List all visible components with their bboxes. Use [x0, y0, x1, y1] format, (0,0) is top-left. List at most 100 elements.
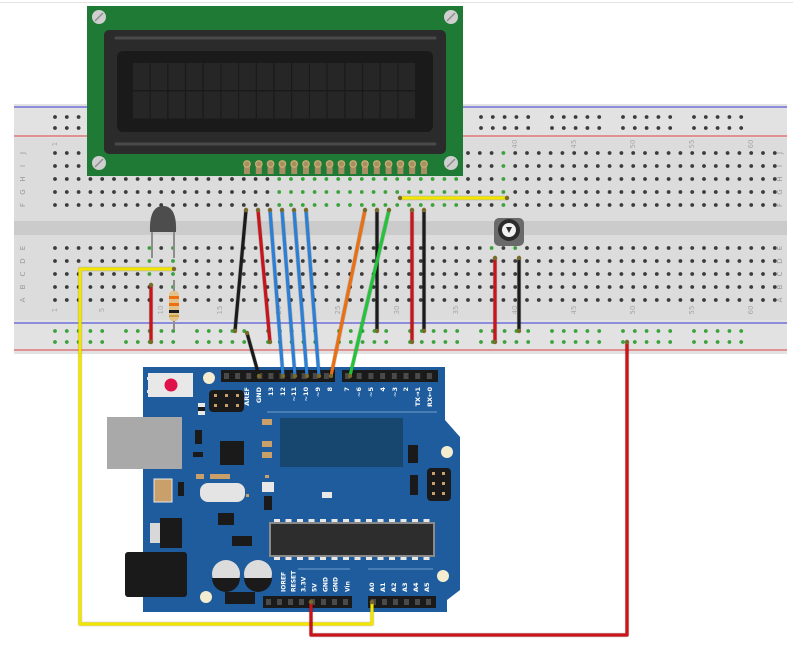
breadboard-hole[interactable] [454, 246, 459, 250]
breadboard-hole[interactable] [454, 177, 459, 181]
reset-button-cap[interactable] [164, 378, 178, 392]
breadboard-hole[interactable] [725, 298, 730, 302]
breadboard-hole[interactable] [371, 259, 376, 263]
breadboard-hole[interactable] [666, 285, 671, 289]
breadboard-hole[interactable] [206, 177, 211, 181]
breadboard-hole[interactable] [654, 285, 659, 289]
breadboard-hole[interactable] [371, 190, 376, 194]
breadboard-hole[interactable] [348, 259, 352, 263]
breadboard-hole[interactable] [206, 259, 211, 263]
breadboard-hole[interactable] [430, 190, 435, 194]
breadboard-hole[interactable] [761, 259, 765, 263]
header-pin[interactable] [403, 373, 409, 379]
rail-hole[interactable] [739, 340, 744, 344]
breadboard-hole[interactable] [489, 285, 494, 289]
rail-hole[interactable] [621, 340, 625, 344]
breadboard-hole[interactable] [595, 272, 600, 276]
breadboard-hole[interactable] [407, 272, 411, 276]
breadboard-hole[interactable] [737, 272, 742, 276]
breadboard-hole[interactable] [100, 272, 105, 276]
breadboard-hole[interactable] [395, 190, 400, 194]
breadboard-hole[interactable] [171, 190, 175, 194]
breadboard-hole[interactable] [371, 177, 376, 181]
rail-hole[interactable] [64, 329, 69, 333]
rail-hole[interactable] [715, 329, 720, 333]
breadboard-hole[interactable] [489, 177, 494, 181]
breadboard-hole[interactable] [159, 246, 164, 250]
breadboard-hole[interactable] [654, 151, 659, 155]
rail-hole[interactable] [585, 329, 590, 333]
breadboard-hole[interactable] [383, 259, 388, 263]
breadboard-hole[interactable] [300, 177, 305, 181]
header-pin[interactable] [415, 373, 421, 379]
rail-hole[interactable] [715, 115, 720, 119]
breadboard-hole[interactable] [501, 190, 506, 194]
breadboard-hole[interactable] [489, 298, 494, 302]
breadboard-hole[interactable] [584, 298, 588, 302]
breadboard-hole[interactable] [182, 203, 187, 207]
breadboard-hole[interactable] [607, 298, 612, 302]
rail-hole[interactable] [656, 329, 661, 333]
breadboard-hole[interactable] [289, 272, 293, 276]
breadboard-hole[interactable] [643, 177, 647, 181]
breadboard-hole[interactable] [678, 259, 683, 263]
breadboard-hole[interactable] [584, 272, 588, 276]
rail-hole[interactable] [644, 329, 649, 333]
rail-hole[interactable] [561, 115, 566, 119]
breadboard-hole[interactable] [654, 190, 659, 194]
breadboard-hole[interactable] [749, 298, 754, 302]
header-pin[interactable] [299, 599, 304, 605]
breadboard-hole[interactable] [513, 246, 518, 250]
breadboard-hole[interactable] [489, 164, 494, 168]
breadboard-hole[interactable] [64, 177, 69, 181]
breadboard-hole[interactable] [466, 203, 470, 207]
breadboard-hole[interactable] [64, 203, 69, 207]
breadboard-hole[interactable] [725, 190, 730, 194]
breadboard-hole[interactable] [536, 298, 541, 302]
breadboard-hole[interactable] [654, 246, 659, 250]
header-pin[interactable] [404, 599, 409, 605]
breadboard-hole[interactable] [100, 203, 105, 207]
breadboard-hole[interactable] [548, 259, 553, 263]
breadboard-hole[interactable] [466, 190, 470, 194]
breadboard-hole[interactable] [253, 298, 258, 302]
breadboard-hole[interactable] [548, 190, 553, 194]
rail-hole[interactable] [526, 329, 531, 333]
breadboard-hole[interactable] [619, 298, 624, 302]
breadboard-hole[interactable] [749, 246, 754, 250]
breadboard-hole[interactable] [595, 285, 600, 289]
breadboard-hole[interactable] [631, 259, 636, 263]
breadboard-hole[interactable] [560, 151, 565, 155]
breadboard-hole[interactable] [525, 203, 529, 207]
breadboard-hole[interactable] [654, 259, 659, 263]
breadboard-hole[interactable] [513, 164, 518, 168]
breadboard-hole[interactable] [631, 164, 636, 168]
breadboard-hole[interactable] [430, 298, 435, 302]
rail-hole[interactable] [656, 340, 661, 344]
rail-hole[interactable] [703, 329, 708, 333]
rail-hole[interactable] [53, 115, 57, 119]
breadboard-hole[interactable] [135, 190, 140, 194]
breadboard-hole[interactable] [135, 203, 140, 207]
breadboard-hole[interactable] [584, 246, 588, 250]
breadboard-hole[interactable] [536, 203, 541, 207]
rail-hole[interactable] [573, 115, 578, 119]
rail-hole[interactable] [195, 329, 199, 333]
breadboard-hole[interactable] [64, 164, 69, 168]
rail-hole[interactable] [159, 340, 164, 344]
breadboard-hole[interactable] [359, 203, 364, 207]
breadboard-hole[interactable] [112, 190, 116, 194]
breadboard-hole[interactable] [100, 298, 105, 302]
breadboard-hole[interactable] [761, 203, 765, 207]
breadboard-hole[interactable] [123, 259, 128, 263]
breadboard-hole[interactable] [206, 272, 211, 276]
breadboard-hole[interactable] [336, 177, 341, 181]
breadboard-hole[interactable] [159, 285, 164, 289]
breadboard-hole[interactable] [737, 246, 742, 250]
breadboard-hole[interactable] [312, 272, 317, 276]
breadboard-hole[interactable] [725, 164, 730, 168]
breadboard-hole[interactable] [713, 203, 718, 207]
rail-hole[interactable] [573, 340, 578, 344]
breadboard-hole[interactable] [371, 203, 376, 207]
breadboard-hole[interactable] [218, 246, 223, 250]
